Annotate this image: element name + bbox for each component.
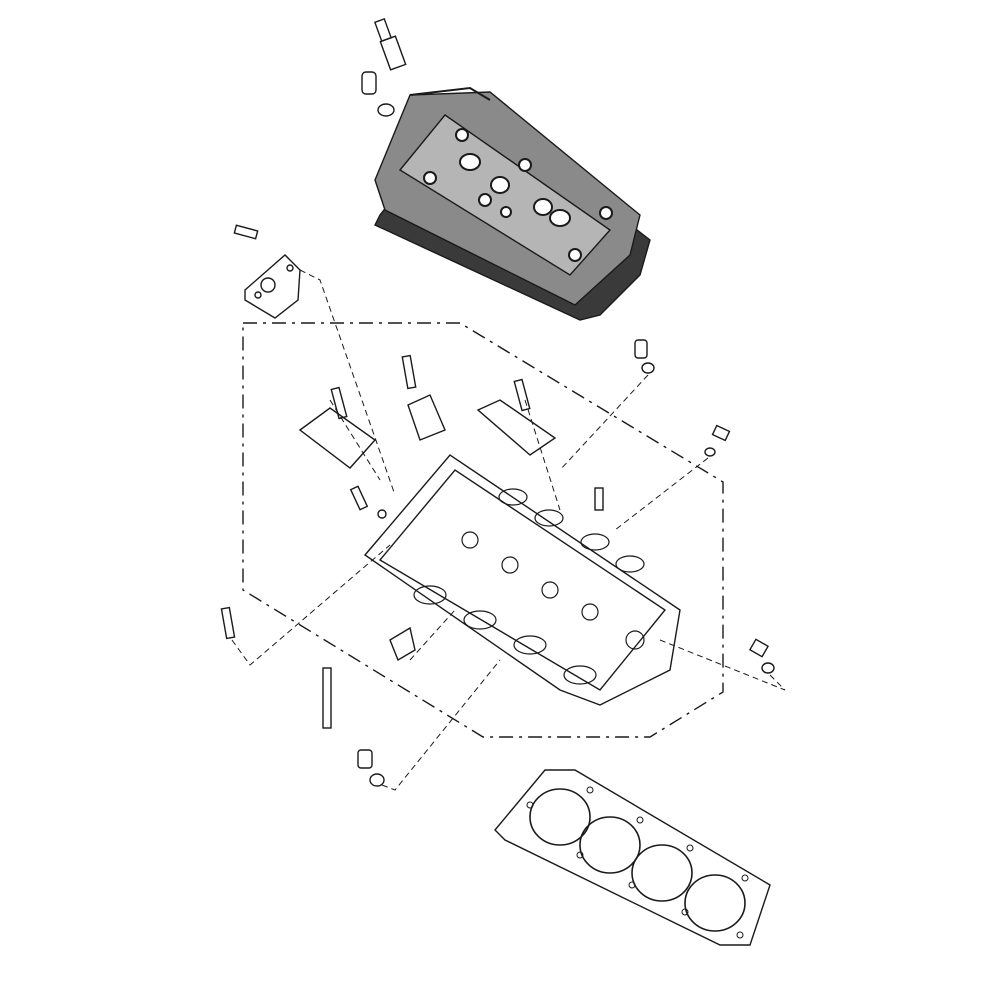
cam-cap-middle xyxy=(407,394,446,441)
assembly-boundary-dashed xyxy=(242,322,724,738)
cylinder-head xyxy=(363,454,681,706)
cover-plate xyxy=(244,254,301,319)
small-bolts xyxy=(220,339,775,787)
cam-cap-left xyxy=(298,407,377,469)
valve-cover xyxy=(374,86,651,321)
bolt xyxy=(233,224,259,240)
grommet-bolt xyxy=(361,71,395,117)
leader-lines xyxy=(231,269,786,791)
cam-cap-right xyxy=(476,399,557,456)
head-gasket xyxy=(494,769,771,946)
spark-plug xyxy=(373,17,407,71)
